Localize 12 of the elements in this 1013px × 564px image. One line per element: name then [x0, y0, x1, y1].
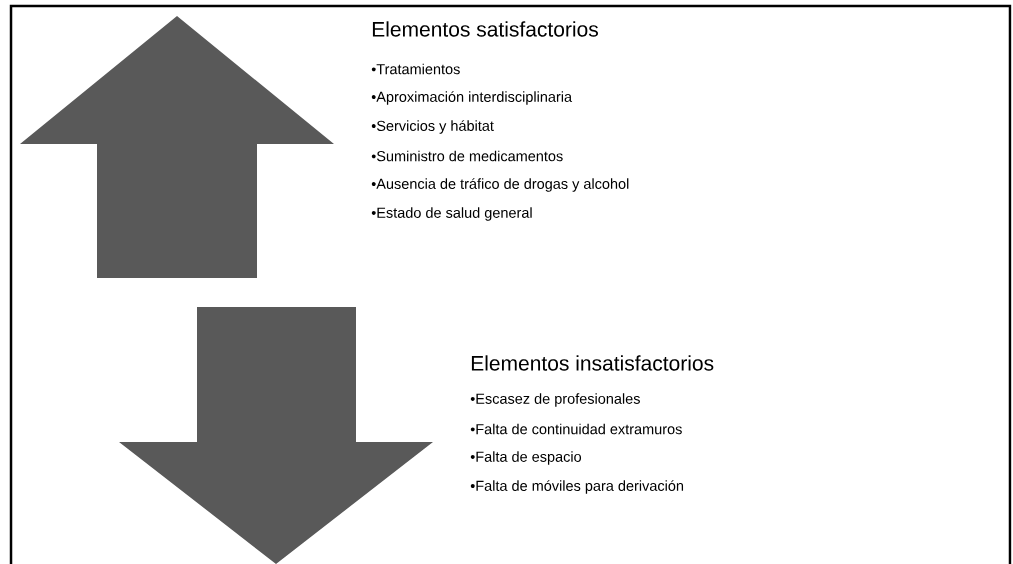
bullet-item: •Servicios y hábitat [371, 120, 494, 134]
bullet-item: •Escasez de profesionales [470, 393, 640, 407]
bullet-item: •Tratamientos [371, 63, 460, 75]
heading: Elementos insatisfactorios [471, 355, 714, 371]
bullet-item: •Estado de salud general [371, 207, 532, 221]
bullet-item: •Falta de continuidad extramuros [470, 423, 682, 435]
bullet-item: •Aproximación interdisciplinaria [371, 91, 573, 105]
heading: Elementos satisfactorios [372, 21, 598, 37]
bullet-item: •Falta de móviles para derivación [470, 480, 684, 494]
bullet-item: •Falta de espacio [470, 451, 582, 465]
bullet-item: •Ausencia de tráfico de drogas y alcohol [371, 178, 629, 192]
bullet-item: •Suministro de medicamentos [371, 150, 563, 162]
